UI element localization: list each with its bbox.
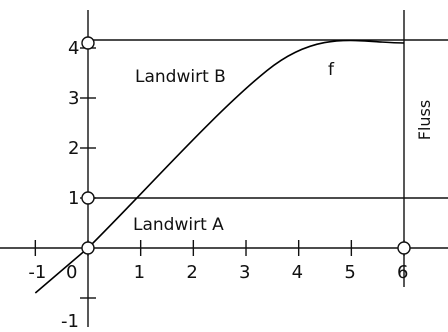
x-tick-label: 4 xyxy=(292,262,303,283)
point-marker xyxy=(397,241,411,255)
x-tick-label: 5 xyxy=(344,262,355,283)
point-marker xyxy=(81,36,95,50)
markers-layer xyxy=(81,36,411,255)
curve-f xyxy=(34,39,405,294)
river-label: Fluss xyxy=(415,100,434,140)
x-tick-label: 2 xyxy=(186,262,197,283)
farmer-b-label: Landwirt B xyxy=(135,67,226,87)
x-tick-label: -1 xyxy=(28,262,46,283)
x-tick-label: 3 xyxy=(239,262,250,283)
y-tick-label: -1 xyxy=(61,311,79,332)
y-tick-label: 4 xyxy=(68,38,79,59)
y-tick-label: 3 xyxy=(68,88,79,109)
lines-layer xyxy=(0,10,448,327)
y-tick-label: 2 xyxy=(68,138,79,159)
x-tick-label: 1 xyxy=(134,262,145,283)
y-tick-label: 1 xyxy=(68,188,79,209)
x-tick-label: 6 xyxy=(397,262,408,283)
point-marker xyxy=(81,241,95,255)
x-tick-label: 0 xyxy=(66,262,77,283)
point-marker xyxy=(81,191,95,205)
farmer-a-label: Landwirt A xyxy=(133,215,224,235)
curve-f-label: f xyxy=(328,60,335,80)
tick-label-layer: -1 0 1 2 3 4 5 6 -1 1 2 3 4 xyxy=(28,38,408,332)
